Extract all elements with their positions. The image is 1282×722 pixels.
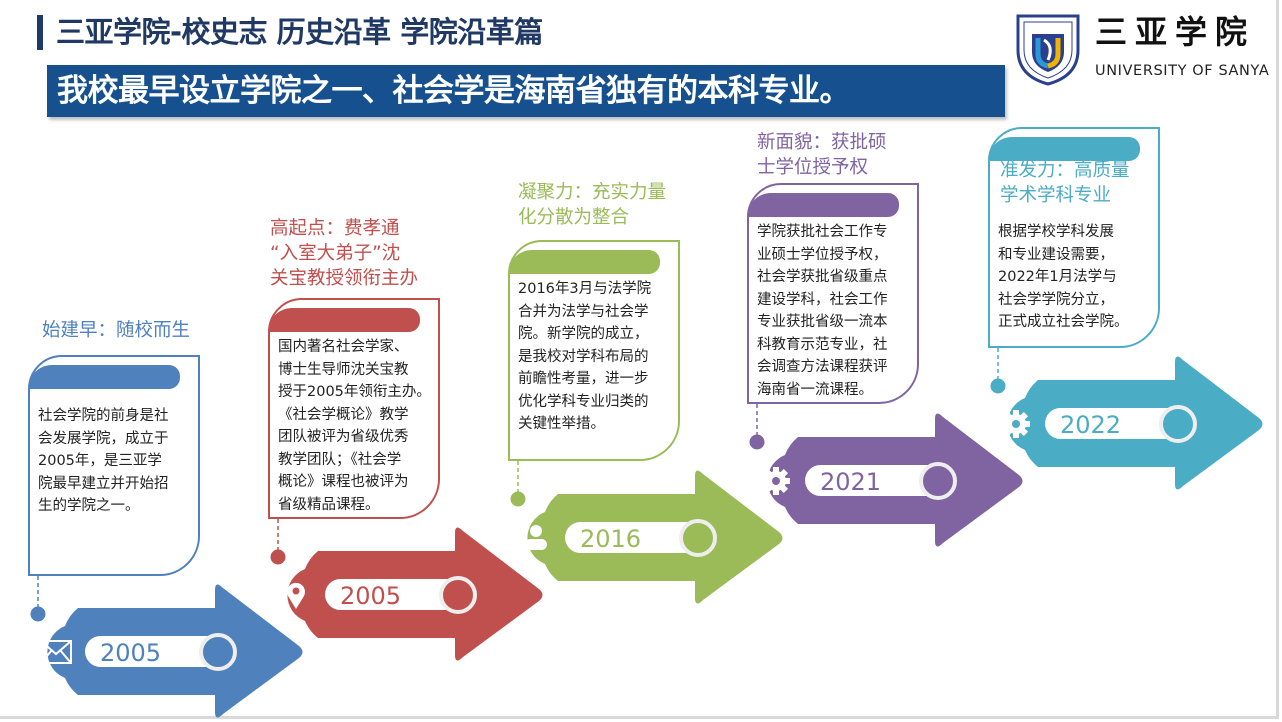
connector [270, 511, 286, 565]
year-pill [85, 636, 235, 667]
card-body: 社会学院的前身是社 会发展学院，成立于 2005年，是三亚学 院最早建立并开始招… [38, 408, 169, 514]
year-ring [439, 576, 477, 614]
card-header-pill [747, 193, 899, 217]
university-logo: 三亚学院 UNIVERSITY OF SANYA [1010, 10, 1280, 86]
milestone-title: 新面貌：获批硕 士学位授予权 [757, 132, 887, 178]
milestone-title: 准发力：高质量 学术学科专业 [1000, 160, 1130, 206]
milestone-card-2005: 国内著名社会学家、 博士生导师沈关宝教 授于2005年领衔主办。 《社会学概论》… [268, 298, 440, 519]
year-ring [679, 519, 717, 557]
year-ring [919, 462, 957, 500]
headline-banner: 我校最早设立学院之一、社会学是海南省独有的本科专业。 [47, 65, 1005, 117]
timeline-arrow-2005: 2005 [40, 584, 303, 718]
university-seal-icon [1016, 14, 1080, 86]
timeline-arrow-2016: 2016 [525, 470, 783, 604]
card-header-pill [508, 250, 660, 274]
year-ring [199, 633, 237, 671]
card-body: 国内著名社会学家、 博士生导师沈关宝教 授于2005年领衔主办。 《社会学概论》… [278, 339, 431, 513]
year-pill [805, 465, 955, 496]
milestone-card-2005: 社会学院的前身是社 会发展学院，成立于 2005年，是三亚学 院最早建立并开始招… [28, 355, 200, 576]
card-body: 根据学校学科发展 和专业建设需要， 2022年1月法学与 社会学学院分立， 正式… [998, 224, 1129, 330]
gear-icon [762, 467, 790, 495]
connector [510, 453, 526, 507]
milestone-card-2022: 根据学校学科发展 和专业建设需要， 2022年1月法学与 社会学学院分立， 正式… [988, 127, 1160, 348]
year-pill [565, 522, 715, 553]
logo-english-name: UNIVERSITY OF SANYA [1095, 63, 1270, 79]
timeline-arrow-2022: 2022 [1002, 356, 1263, 490]
timeline-arrow-2005: 2005 [287, 527, 543, 661]
year-label: 2005 [100, 639, 161, 667]
title-accent-bar [37, 15, 43, 50]
milestone-card-2021: 学院获批社会工作专 业硕士学位授予权， 社会学获批省级重点 建设学科，社会工作 … [747, 183, 919, 404]
year-label: 2022 [1060, 411, 1121, 439]
milestone-title: 凝聚力：充实力量 化分散为整合 [518, 182, 667, 228]
year-ring [1159, 405, 1197, 443]
card-header-pill [28, 365, 180, 389]
location-pin-icon [287, 582, 305, 609]
milestone-title: 高起点：费孝通 “入室大弟子”沈 关宝教授领衔主办 [270, 218, 419, 289]
connector [990, 340, 1006, 394]
card-body: 2016年3月与法学院 合并为法学与社会学 院。新学院的成立， 是我校对学科布局… [518, 281, 652, 432]
connector [749, 396, 765, 450]
year-label: 2005 [340, 582, 401, 610]
envelope-icon [40, 640, 72, 664]
card-header-pill [268, 308, 420, 332]
user-icon [525, 525, 547, 550]
year-label: 2021 [820, 468, 881, 496]
timeline-arrow-2021: 2021 [762, 413, 1023, 547]
year-label: 2016 [580, 525, 641, 553]
year-pill [1045, 408, 1195, 439]
milestone-title: 始建早：随校而生 [42, 320, 191, 341]
milestone-card-2016: 2016年3月与法学院 合并为法学与社会学 院。新学院的成立， 是我校对学科布局… [508, 240, 680, 461]
card-header-pill [988, 137, 1140, 161]
gear-icon [1002, 410, 1030, 438]
logo-chinese-name: 三亚学院 [1095, 13, 1256, 51]
year-pill [325, 579, 475, 610]
page-title: 三亚学院-校史志 历史沿革 学院沿革篇 [56, 15, 543, 49]
card-body: 学院获批社会工作专 业硕士学位授予权， 社会学获批省级重点 建设学科，社会工作 … [757, 224, 888, 398]
connector [30, 568, 46, 622]
